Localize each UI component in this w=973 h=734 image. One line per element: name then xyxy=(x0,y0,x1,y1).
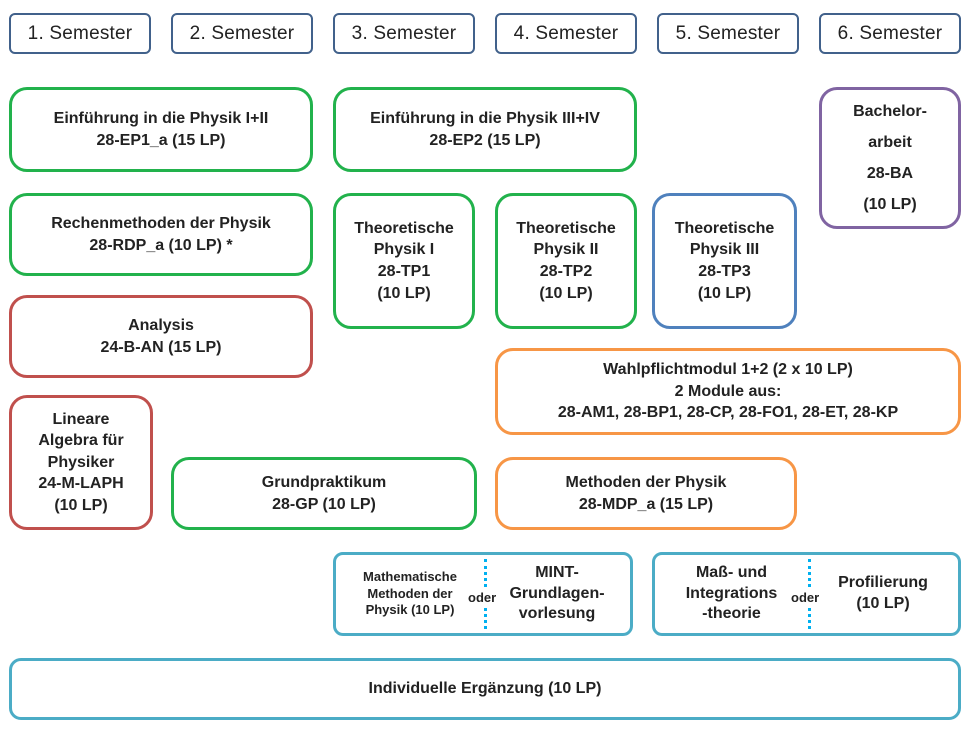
semester-1-header: 1. Semester xyxy=(9,13,151,54)
option-mass-integrationstheorie: Maß- und Integrations -theorie xyxy=(685,563,778,623)
module-bachelorarbeit: Bachelor- arbeit 28-BA (10 LP) xyxy=(819,87,961,229)
module-codes: 28-AM1, 28-BP1, 28-CP, 28-FO1, 28-ET, 28… xyxy=(557,404,899,422)
module-code: 28-TP2 xyxy=(539,263,593,280)
module-title: Physiker xyxy=(47,453,115,471)
module-credits: (10 LP) xyxy=(697,284,752,302)
module-title: Physik III xyxy=(689,241,760,259)
module-theoretische-physik-1: Theoretische Physik I 28-TP1 (10 LP) xyxy=(333,193,475,329)
module-code: 28-BA xyxy=(866,165,914,182)
module-lineare-algebra: Lineare Algebra für Physiker 24-M-LAPH (… xyxy=(9,395,153,530)
module-theoretische-physik-3: Theoretische Physik III 28-TP3 (10 LP) xyxy=(652,193,797,329)
module-credits: (10 LP) xyxy=(539,284,593,302)
module-code: 28-TP1 xyxy=(377,263,431,280)
module-title: Theoretische xyxy=(354,219,454,237)
module-title: Wahlpflichtmodul 1+2 (2 x 10 LP) xyxy=(603,361,853,379)
module-title: Individuelle Ergänzung (10 LP) xyxy=(368,680,602,698)
module-credits: (10 LP) xyxy=(863,196,917,214)
option-mathematische-methoden: Mathematische Methoden der Physik (10 LP… xyxy=(363,568,457,618)
module-methoden-physik: Methoden der Physik 28-MDP_a (15 LP) xyxy=(495,457,797,530)
option-mint-grundlagenvorlesung: MINT- Grundlagen- vorlesung xyxy=(509,563,605,623)
oder-label: oder xyxy=(790,589,821,607)
module-grundpraktikum: Grundpraktikum 28-GP (10 LP) xyxy=(171,457,477,530)
module-rechenmethoden: Rechenmethoden der Physik 28-RDP_a (10 L… xyxy=(9,193,313,276)
module-wahlpflichtmodul: Wahlpflichtmodul 1+2 (2 x 10 LP) 2 Modul… xyxy=(495,348,961,435)
option-profilierung: Profilierung (10 LP) xyxy=(838,574,928,612)
module-title: Physik II xyxy=(533,241,599,259)
semester-2-header: 2. Semester xyxy=(171,13,313,54)
module-code: 28-TP3 xyxy=(698,263,751,280)
choice-masstheorie-oder-profilierung: Maß- und Integrations -theorie Profilier… xyxy=(652,552,961,636)
module-subtitle: 2 Module aus: xyxy=(674,382,782,400)
module-einfuehrung-physik-1-2: Einführung in die Physik I+II 28-EP1_a (… xyxy=(9,87,313,172)
module-analysis: Analysis 24-B-AN (15 LP) xyxy=(9,295,313,378)
semester-5-header: 5. Semester xyxy=(657,13,799,54)
module-individuelle-ergaenzung: Individuelle Ergänzung (10 LP) xyxy=(9,658,961,720)
module-code: 24-B-AN (15 LP) xyxy=(100,338,222,356)
module-title: Analysis xyxy=(128,316,194,334)
oder-label: oder xyxy=(467,589,498,607)
semester-3-header: 3. Semester xyxy=(333,13,475,54)
module-code: 24-M-LAPH xyxy=(38,475,124,493)
module-credits: (10 LP) xyxy=(54,496,108,514)
module-title: Bachelor- xyxy=(853,102,927,120)
module-title: Grundpraktikum xyxy=(261,473,387,491)
module-title: Theoretische xyxy=(516,219,616,237)
module-title: Physik I xyxy=(373,241,435,259)
module-title: Algebra für xyxy=(38,432,124,450)
module-code: 28-GP (10 LP) xyxy=(272,495,376,513)
choice-mathematik-oder-mint: Mathematische Methoden der Physik (10 LP… xyxy=(333,552,633,636)
module-theoretische-physik-2: Theoretische Physik II 28-TP2 (10 LP) xyxy=(495,193,637,329)
module-title: Einführung in die Physik I+II xyxy=(53,109,269,127)
module-code: 28-MDP_a (15 LP) xyxy=(578,495,714,513)
module-title: Lineare xyxy=(52,410,110,428)
module-title: arbeit xyxy=(868,133,912,151)
module-einfuehrung-physik-3-4: Einführung in die Physik III+IV 28-EP2 (… xyxy=(333,87,637,172)
module-title: Theoretische xyxy=(674,219,775,237)
semester-6-header: 6. Semester xyxy=(819,13,961,54)
module-code: 28-RDP_a (10 LP) * xyxy=(89,236,233,254)
module-title: Einführung in die Physik III+IV xyxy=(370,109,600,127)
module-credits: (10 LP) xyxy=(377,284,431,302)
module-title: Rechenmethoden der Physik xyxy=(51,214,271,232)
module-title: Methoden der Physik xyxy=(565,473,727,491)
module-code: 28-EP1_a (15 LP) xyxy=(96,131,226,149)
semester-4-header: 4. Semester xyxy=(495,13,637,54)
module-code: 28-EP2 (15 LP) xyxy=(429,131,541,149)
